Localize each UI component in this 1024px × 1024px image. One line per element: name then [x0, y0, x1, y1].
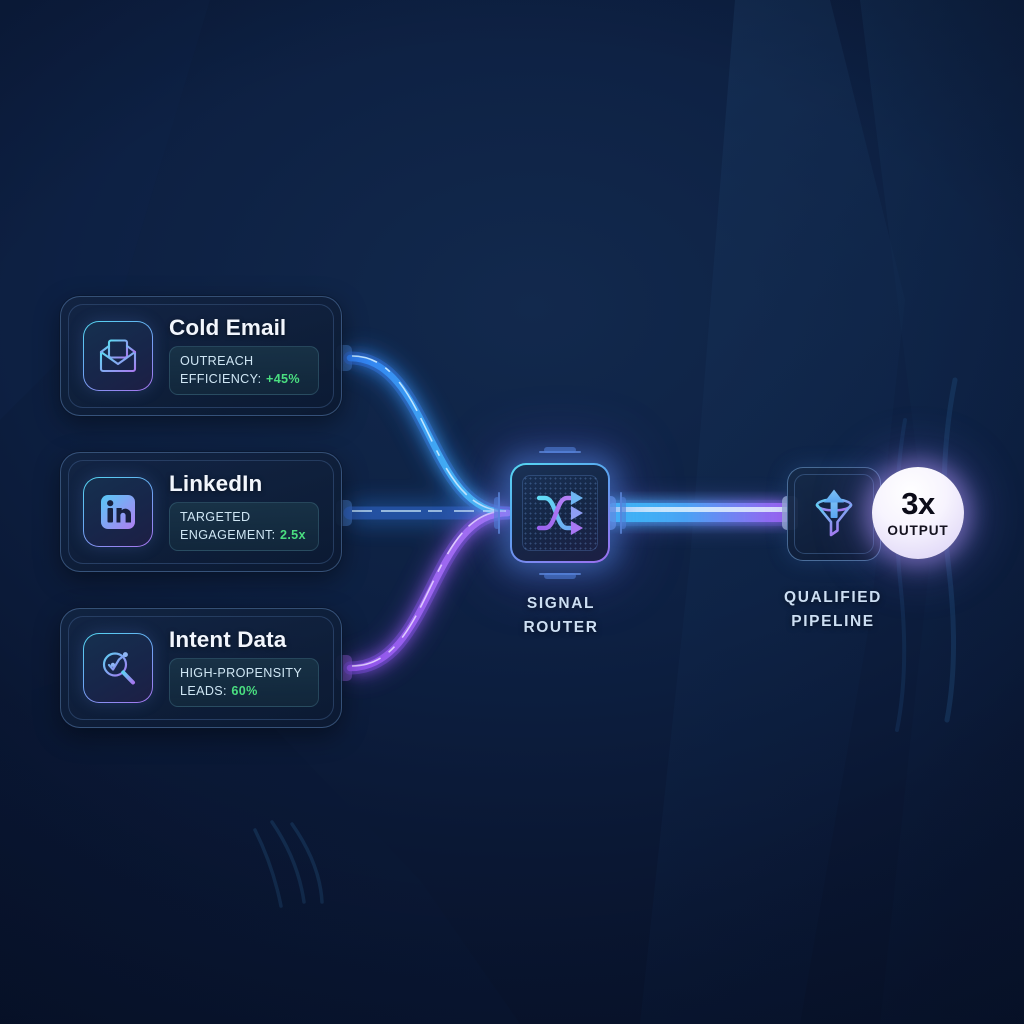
output-multiplier-badge: 3x OUTPUT: [872, 467, 964, 559]
qualified-pipeline-node[interactable]: [787, 467, 881, 561]
output-label: QUALIFIED PIPELINE: [743, 586, 923, 634]
magnifier-trend-icon: [83, 633, 153, 703]
router-label-line1: SIGNAL: [526, 595, 596, 612]
metric-pill: HIGH-PROPENSITY LEADS: 60%: [169, 658, 319, 708]
card-title: LinkedIn: [169, 470, 263, 496]
shuffle-icon: [536, 491, 583, 535]
metric-value: 2.5x: [279, 528, 306, 543]
output-label-line1: QUALIFIED: [784, 589, 882, 606]
router-label-line2: ROUTER: [523, 619, 599, 637]
badge-value: 3x: [901, 486, 935, 521]
router-chip-frame: [494, 447, 626, 579]
metric-value: 60%: [231, 684, 258, 699]
metric-pill: OUTREACH EFFICIENCY: +45%: [169, 346, 319, 396]
metric-label: HIGH-PROPENSITY LEADS:: [180, 666, 302, 699]
metric-label: OUTREACH EFFICIENCY:: [180, 354, 262, 387]
card-title: Intent Data: [169, 626, 287, 652]
card-title: Cold Email: [169, 314, 287, 340]
output-label-line2: PIPELINE: [791, 613, 875, 631]
source-card-intent-data[interactable]: Intent Data HIGH-PROPENSITY LEADS: 60%: [60, 608, 342, 728]
metric-pill: TARGETED ENGAGEMENT: 2.5x: [169, 502, 319, 552]
linkedin-icon: [83, 477, 153, 547]
source-card-cold-email[interactable]: Cold Email OUTREACH EFFICIENCY: +45%: [60, 296, 342, 416]
badge-caption: OUTPUT: [887, 523, 949, 538]
funnel-up-icon: [815, 489, 853, 537]
router-label: SIGNAL ROUTER: [471, 592, 651, 640]
metric-label: TARGETED ENGAGEMENT:: [180, 510, 276, 543]
signal-router-node[interactable]: [510, 463, 610, 563]
metric-value: +45%: [265, 372, 300, 387]
chip-grid-texture: [522, 475, 598, 551]
source-card-linkedin[interactable]: LinkedIn TARGETED ENGAGEMENT: 2.5x: [60, 452, 342, 572]
envelope-icon: [83, 321, 153, 391]
